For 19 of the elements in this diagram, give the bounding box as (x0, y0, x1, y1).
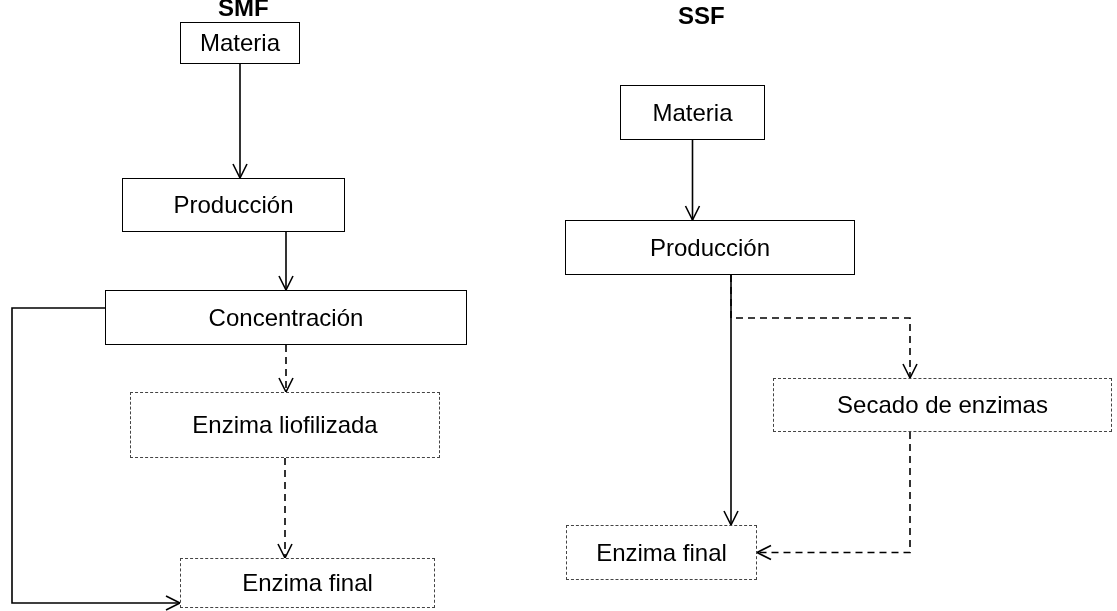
process-box: Enzima liofilizada (130, 392, 440, 458)
process-box: Materia (180, 22, 300, 64)
process-box: Producción (122, 178, 345, 232)
process-box: Enzima final (180, 558, 435, 608)
arrow (277, 457, 293, 559)
column-heading: SSF (678, 2, 725, 30)
process-box: Concentración (105, 290, 467, 345)
process-box: Enzima final (566, 525, 757, 580)
arrow (278, 344, 294, 393)
arrow (730, 274, 918, 379)
process-box: Secado de enzimas (773, 378, 1112, 432)
column-heading: SMF (218, 0, 269, 22)
process-box: Producción (565, 220, 855, 275)
arrow (232, 63, 248, 179)
arrow (684, 139, 701, 221)
arrow (278, 231, 294, 291)
process-box: Materia (620, 85, 765, 140)
arrow (756, 431, 911, 561)
arrow (11, 307, 181, 611)
